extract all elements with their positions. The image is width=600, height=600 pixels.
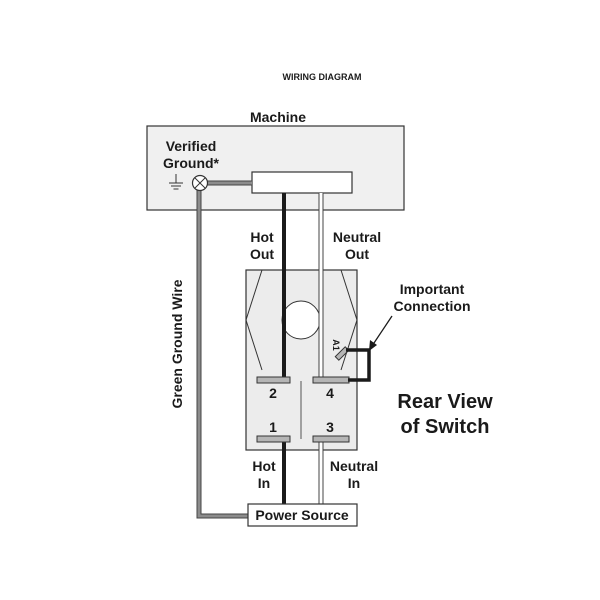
terminal-3 bbox=[312, 435, 350, 443]
neutral-in-label: Neutral bbox=[330, 458, 378, 474]
hot-in-label: Hot bbox=[252, 458, 276, 474]
verified-ground-label: Verified bbox=[166, 138, 217, 154]
hot-out-label: Hot bbox=[250, 229, 274, 245]
ground-screw-icon bbox=[191, 174, 209, 192]
important-connection-jumper bbox=[346, 348, 371, 382]
terminal-2 bbox=[256, 376, 291, 384]
verified-ground-label-2: Ground* bbox=[163, 155, 220, 171]
power-source-label: Power Source bbox=[255, 507, 349, 523]
diagram-title: WIRING DIAGRAM bbox=[283, 72, 362, 82]
power-source-box bbox=[247, 503, 358, 527]
hot-out-label-2: Out bbox=[250, 246, 274, 262]
machine-terminal-block bbox=[251, 171, 353, 194]
rear-view-label-2: of Switch bbox=[401, 416, 490, 438]
terminal-1 bbox=[256, 435, 291, 443]
neutral-out-label-2: Out bbox=[345, 246, 369, 262]
neutral-in-label-2: In bbox=[348, 475, 360, 491]
terminal-3-label: 3 bbox=[326, 419, 334, 435]
rear-view-label: Rear View bbox=[397, 391, 493, 413]
machine-box bbox=[146, 125, 405, 211]
important-connection-label-2: Connection bbox=[394, 298, 471, 314]
green-ground-wire-label: Green Ground Wire bbox=[169, 279, 185, 408]
green-ground-wire bbox=[196, 190, 248, 519]
terminal-4 bbox=[312, 376, 350, 384]
hot-in-label-2: In bbox=[258, 475, 270, 491]
machine-label: Machine bbox=[250, 109, 306, 125]
terminal-4-label: 4 bbox=[326, 385, 334, 401]
terminal-1-label: 1 bbox=[269, 419, 277, 435]
switch-mount-hole-icon bbox=[281, 300, 321, 340]
terminal-2-label: 2 bbox=[269, 385, 277, 401]
callout-arrow bbox=[369, 315, 393, 351]
important-connection-label: Important bbox=[400, 281, 465, 297]
ground-symbol-icon bbox=[169, 174, 183, 190]
terminal-a1-label: A1 bbox=[331, 339, 341, 351]
neutral-out-label: Neutral bbox=[333, 229, 381, 245]
